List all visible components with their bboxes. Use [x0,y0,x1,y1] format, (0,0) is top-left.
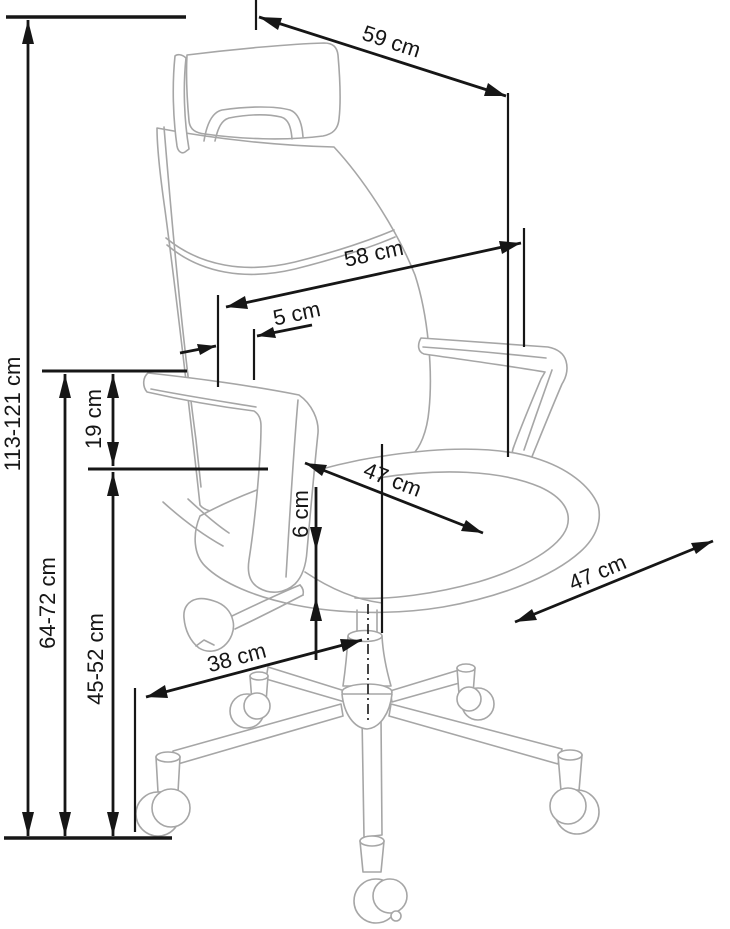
caster-left [135,751,191,837]
dim-seat-edge-thickness [310,487,322,660]
label-overall-height: 113-121 cm [0,357,25,472]
label-armrest-above-seat: 19 cm [81,389,106,449]
dim-overall-height [22,20,34,836]
dim-base-width [145,638,363,699]
dim-armrest-above-seat [107,374,119,466]
label-armrest-floor-height: 64-72 cm [35,557,60,649]
dim-headrest-offset [179,323,313,355]
caster-front [353,835,408,924]
dimension-labels: 113-121 cm 64-72 cm 45-52 cm 19 cm 59 cm… [0,20,630,705]
headrest-side-strip [172,53,190,154]
label-seat-edge-thickness: 6 cm [288,490,313,538]
dim-backrest-width [225,241,522,309]
dimension-lines [4,0,714,840]
dim-seat-height [107,472,119,836]
gas-cylinder [341,609,393,730]
caster-back-right [456,663,495,721]
dim-seat-depth [514,539,714,624]
dim-armrest-floor-height [59,374,71,836]
dim-headrest-width [258,15,507,98]
caster-right [549,749,600,835]
dim-seat-width [304,461,484,535]
headrest-bracket [203,106,304,142]
tilt-lever [183,584,305,652]
label-seat-height: 45-52 cm [83,613,108,705]
right-armrest [417,337,568,468]
base-legs [170,666,563,838]
headrest [172,42,341,154]
label-headrest-width: 59 cm [359,20,424,62]
chair-drawing [135,42,601,924]
caster-back-left [229,671,271,729]
left-armrest [142,372,319,593]
